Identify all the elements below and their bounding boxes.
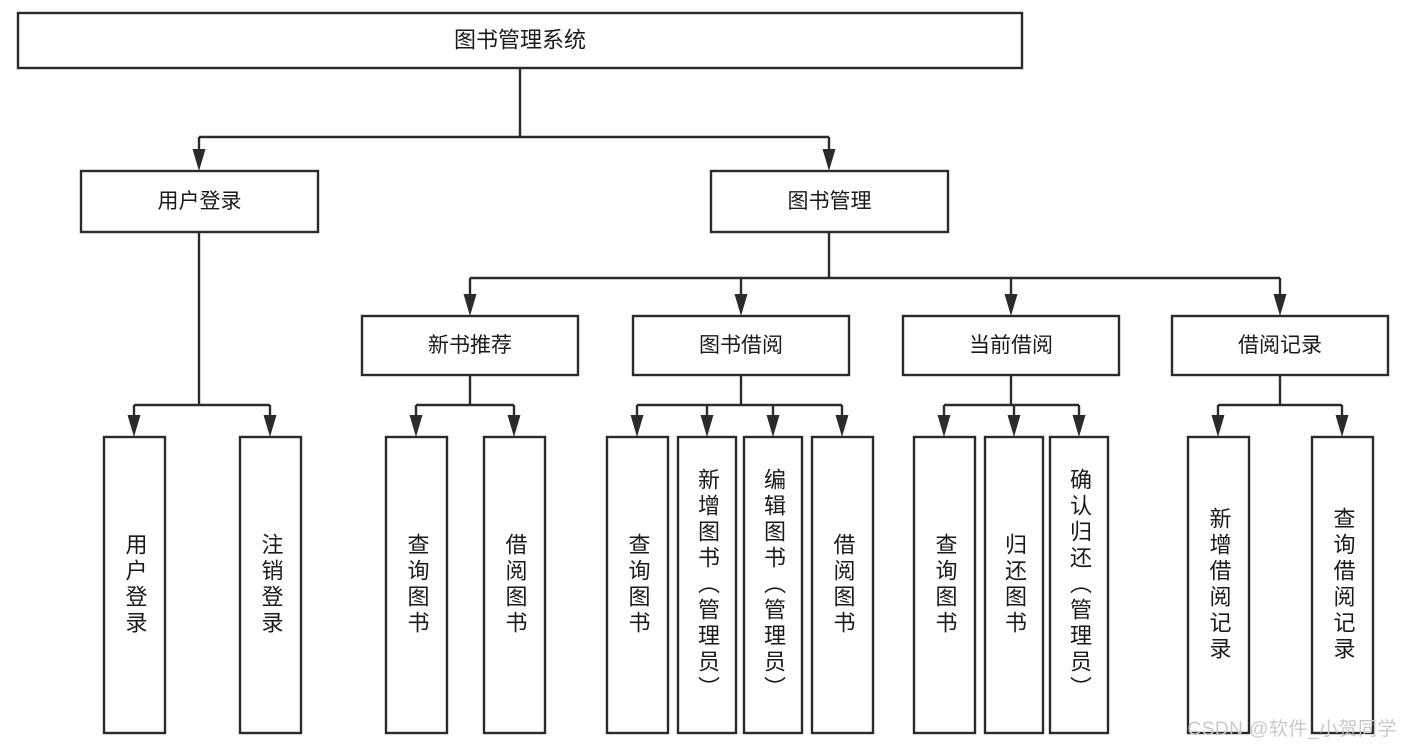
- node-book-manage-label: 图书管理: [788, 190, 872, 213]
- node-leaf-add-record-box[interactable]: [1186, 435, 1251, 735]
- root-to-level2-arrow-0: [192, 149, 206, 171]
- node-new-book-rec-label: 新书推荐: [428, 334, 512, 357]
- node-user-login-label: 用户登录: [158, 190, 242, 213]
- book-borrow-to-leaves-arrow-3: [835, 415, 849, 437]
- node-leaf-query-book-2-box[interactable]: [605, 435, 670, 735]
- node-leaf-logout-box[interactable]: [238, 435, 303, 735]
- node-user-login-box[interactable]: [79, 169, 320, 234]
- node-new-book-rec-box[interactable]: [360, 314, 580, 377]
- node-current-borrow-box[interactable]: [901, 314, 1121, 377]
- book-manage-to-level3-arrow-2: [1004, 294, 1018, 316]
- book-borrow-to-leaves-arrow-1: [700, 415, 714, 437]
- current-borrow-to-leaves-arrow-2: [1072, 415, 1086, 437]
- current-borrow-to-leaves-arrow-0: [937, 415, 951, 437]
- node-box-layer: [16, 11, 1390, 735]
- node-borrow-record-box[interactable]: [1170, 314, 1390, 377]
- book-borrow-to-leaves-arrow-0: [630, 415, 644, 437]
- node-borrow-record-label: 借阅记录: [1238, 334, 1322, 357]
- book-manage-to-level3-arrow-3: [1273, 294, 1287, 316]
- node-leaf-return-book-box[interactable]: [983, 435, 1045, 735]
- node-book-borrow-label: 图书借阅: [699, 334, 783, 357]
- node-current-borrow-label: 当前借阅: [969, 334, 1053, 357]
- node-leaf-borrow-book-1-box[interactable]: [482, 435, 547, 735]
- root-to-level2-arrow-1: [822, 149, 836, 171]
- book-manage-to-level3-arrow-0: [463, 294, 477, 316]
- new-book-rec-to-leaves-arrow-1: [507, 415, 521, 437]
- root-node-box[interactable]: [16, 11, 1024, 70]
- node-leaf-edit-book-box[interactable]: [742, 435, 804, 735]
- user-login-to-leaves-arrow-0: [127, 415, 141, 437]
- book-manage-to-level3-arrow-1: [734, 294, 748, 316]
- borrow-record-to-leaves-arrow-0: [1211, 415, 1225, 437]
- book-borrow-to-leaves-arrow-2: [766, 415, 780, 437]
- user-login-to-leaves-arrow-1: [263, 415, 277, 437]
- node-book-borrow-box[interactable]: [631, 314, 851, 377]
- borrow-record-to-leaves-arrow-1: [1335, 415, 1349, 437]
- connector-layer: [127, 68, 1349, 437]
- node-leaf-query-book-1-box[interactable]: [384, 435, 449, 735]
- node-leaf-query-record-box[interactable]: [1310, 435, 1375, 735]
- new-book-rec-to-leaves-arrow-0: [409, 415, 423, 437]
- node-leaf-user-login-box[interactable]: [102, 435, 167, 735]
- node-leaf-borrow-book-2-box[interactable]: [810, 435, 875, 735]
- node-leaf-confirm-return-box[interactable]: [1048, 435, 1110, 735]
- root-node-label: 图书管理系统: [454, 27, 586, 52]
- current-borrow-to-leaves-arrow-1: [1007, 415, 1021, 437]
- node-book-manage-box[interactable]: [709, 169, 950, 234]
- node-leaf-add-book-box[interactable]: [676, 435, 738, 735]
- node-leaf-query-book-3-box[interactable]: [912, 435, 977, 735]
